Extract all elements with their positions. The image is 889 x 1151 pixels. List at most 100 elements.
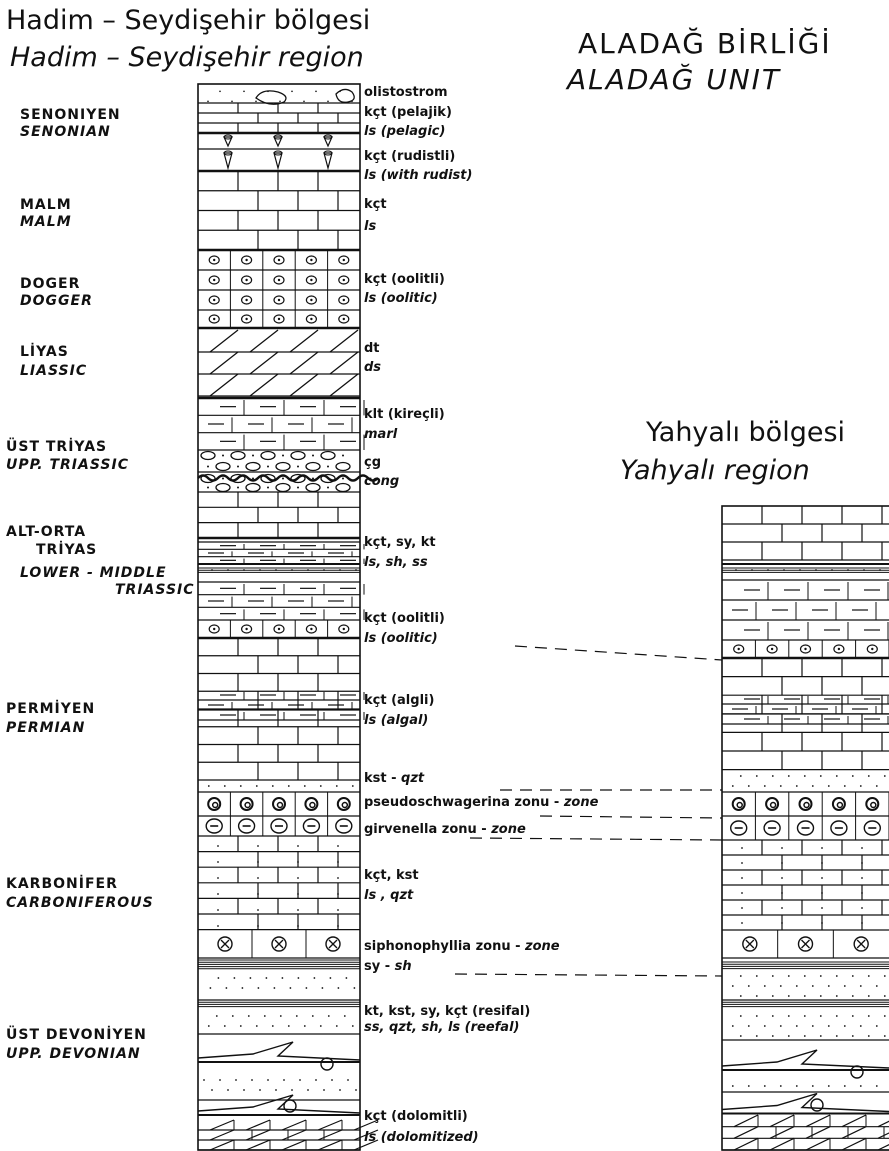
sand-dot	[741, 892, 743, 894]
lith-malm-ls: ls	[364, 219, 377, 234]
dolomite-slash	[249, 329, 279, 353]
sand-dot	[251, 1079, 253, 1081]
sand-dot	[781, 847, 783, 849]
sand-dot	[319, 785, 322, 787]
sand-dot	[781, 877, 783, 879]
pebble	[305, 482, 321, 493]
dolomite-slash	[805, 1126, 831, 1139]
sand-dot	[282, 454, 284, 457]
oolite-symbol	[733, 644, 745, 654]
fusulinid-core	[736, 801, 743, 809]
sand-dot	[323, 1089, 325, 1091]
girvanella-symbol	[730, 820, 748, 836]
oolite-dot	[277, 258, 281, 262]
lith-kct-rudistli: kçt (rudistli)	[364, 149, 456, 164]
sand-dot	[867, 1035, 870, 1037]
sand-dot	[307, 1089, 309, 1091]
lith-pseudo-tr: pseudoschwagerina zonu -	[364, 795, 564, 810]
left-region-title-en: Hadim – Seydişehir region	[10, 42, 364, 73]
lith-ls-qzt: ls , qzt	[364, 888, 414, 903]
sand-dot	[267, 486, 269, 489]
age-label-senoniyen: SENONIYEN	[20, 107, 121, 123]
oolite-dot	[871, 647, 874, 651]
sand-dot	[265, 977, 268, 979]
oolite-symbol	[338, 295, 350, 305]
oolite-dot	[213, 258, 216, 262]
correlation-dashed-line	[469, 837, 723, 841]
sand-dot	[811, 1025, 814, 1027]
sand-dot	[312, 477, 314, 480]
sand-dot	[243, 90, 245, 93]
sand-dot	[282, 477, 284, 480]
oolite-symbol	[338, 275, 350, 285]
pebble	[245, 482, 261, 493]
oolite-symbol	[273, 255, 285, 265]
age-label-doger: DOGER	[20, 276, 81, 292]
sand-dot	[207, 100, 209, 103]
sand-dot	[755, 1015, 758, 1017]
sand-dot	[271, 1025, 274, 1027]
oolite-dot	[342, 317, 345, 321]
pebble	[305, 461, 321, 472]
sand-dot	[781, 907, 783, 909]
lith-girvenella-zone: girvenella zonu - zone	[364, 823, 526, 836]
sand-dot	[267, 90, 269, 93]
coral-symbol	[217, 936, 233, 952]
sand-dot	[779, 1025, 782, 1027]
coral-cross	[220, 939, 230, 949]
age-label-triyas: TRİYAS	[36, 542, 98, 558]
dolomite-slash	[353, 1119, 379, 1131]
coral-cross	[745, 939, 755, 949]
sand-dot	[779, 985, 782, 987]
sand-dot	[291, 569, 293, 571]
oolite-symbol	[305, 314, 317, 324]
sand-dot	[297, 893, 299, 895]
sand-dot	[351, 785, 354, 787]
oolite-symbol	[208, 295, 220, 305]
rudist-symbol	[323, 136, 333, 148]
lith-ss-qzt-sh-ls-reefal: ss, qzt, sh, ls (reefal)	[364, 1020, 520, 1035]
girvanella-symbol	[863, 820, 881, 836]
unconformity-line	[197, 474, 379, 482]
sand-dot	[799, 569, 801, 571]
lith-sh-en: sh	[394, 959, 412, 974]
sand-dot	[211, 569, 213, 571]
lith-kt-kst-sy-kct-resifal: kt, kst, sy, kçt (resifal)	[364, 1004, 531, 1019]
girvanella-symbol	[763, 820, 781, 836]
oolite-dot	[277, 298, 281, 302]
sand-dot	[327, 100, 329, 103]
fusulinid-symbol	[336, 797, 351, 811]
sand-dot	[863, 569, 865, 571]
sand-dot	[875, 785, 878, 787]
sand-dot	[323, 569, 325, 571]
age-label-lower-middle: LOWER - MIDDLE	[20, 565, 167, 581]
oolite-symbol	[766, 644, 778, 654]
sand-dot	[219, 90, 221, 93]
sand-dot	[331, 1079, 333, 1081]
sand-dot	[835, 975, 838, 977]
sand-dot	[795, 1025, 798, 1027]
fusulinid-symbol	[207, 797, 222, 811]
sand-dot	[252, 454, 254, 457]
lith-olistostrom: olistostrom	[364, 85, 448, 100]
sand-dot	[867, 775, 870, 777]
sand-dot	[211, 1089, 213, 1091]
sand-dot	[875, 1085, 878, 1087]
sand-dot	[787, 975, 790, 977]
correlation-dashed-line	[539, 815, 723, 819]
sand-dot	[861, 847, 863, 849]
sand-dot	[209, 987, 212, 989]
sand-dot	[252, 477, 254, 480]
oolite-dot	[245, 298, 248, 302]
fusulinid-core	[244, 801, 251, 809]
dolomite-slash	[733, 1137, 759, 1151]
lith-pseudoschwagerina-zone: pseudoschwagerina zonu - zone	[364, 796, 598, 809]
sand-dot	[342, 477, 344, 480]
dolomite-slash	[209, 329, 239, 353]
oolite-dot	[342, 278, 345, 282]
lith-kct-oolitli-2: kçt (oolitli)	[364, 611, 445, 626]
sand-dot	[851, 975, 854, 977]
sand-dot	[755, 775, 758, 777]
pebble	[245, 461, 261, 472]
lith-malm-kct: kçt	[364, 197, 387, 212]
